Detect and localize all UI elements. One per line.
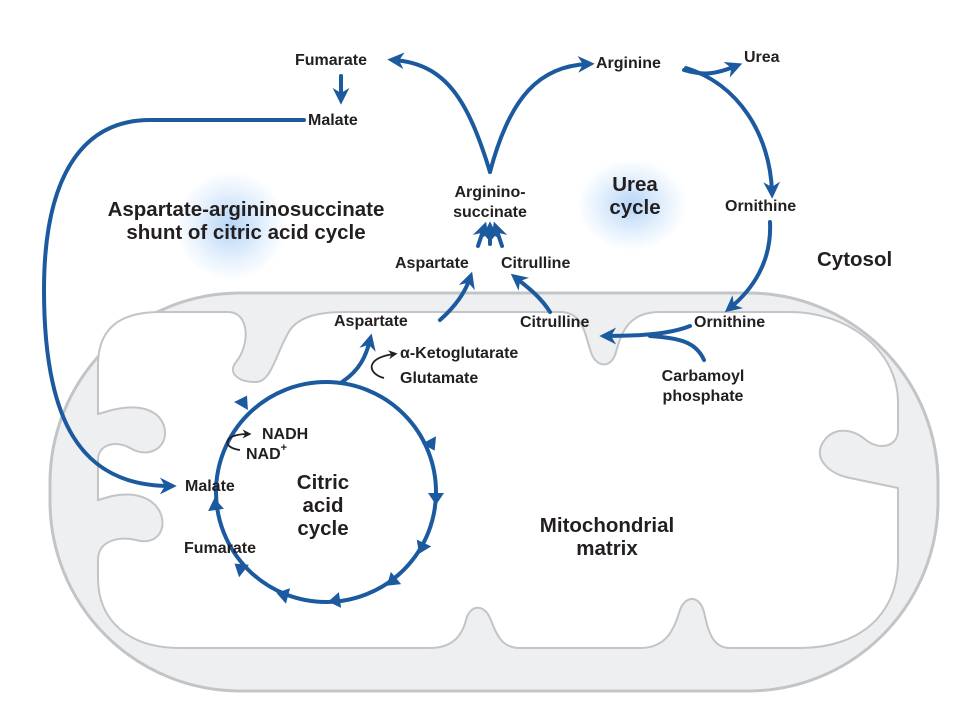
nad-base: NAD [246,446,281,463]
citric-acid-cycle-label: Citric acid cycle [280,471,366,540]
shunt-line2: shunt of citric acid cycle [126,221,366,244]
citrulline-matrix-label: Citrulline [520,314,590,331]
nad-superscript: + [280,441,288,454]
urea-label: Urea [744,49,780,66]
cofactor-arrows [226,350,398,451]
pathway-arrows [41,52,781,495]
shunt-label: Aspartate-argininosuccinate shunt of cit… [66,198,426,244]
mitochondrial-matrix-line2: matrix [576,537,638,560]
aspartate-cytosol-label: Aspartate [395,255,469,272]
glutamate-label: Glutamate [400,370,479,387]
argininosuccinate-line2: succinate [453,204,527,221]
carbamoyl-line1: Carbamoyl [661,368,745,385]
nad-plus-label: NAD+ [246,441,288,465]
mitochondrion-shape [48,291,940,693]
aspartate-matrix-label: Aspartate [334,313,408,330]
urea-glow [578,160,686,250]
malate-cytosol-label: Malate [308,112,358,129]
mitochondrial-matrix-line1: Mitochondrial [539,514,675,537]
alpha-ketoglutarate-label: α-Ketoglutarate [400,345,519,362]
argininosuccinate-line1: Arginino- [454,184,526,201]
citric-acid-cycle-arrowheads [208,395,444,608]
urea-cycle-label: Urea cycle [595,173,675,219]
malate-matrix-label: Malate [185,478,235,495]
fumarate-cytosol-label: Fumarate [295,52,368,69]
carbamoyl-phosphate-label: Carbamoyl phosphate [646,367,760,407]
shunt-glow [176,172,286,280]
cytosol-label: Cytosol [817,248,893,271]
fumarate-matrix-label: Fumarate [184,540,257,557]
mitochondrial-matrix-label: Mitochondrial matrix [518,514,696,560]
citrulline-cytosol-label: Citrulline [501,255,571,272]
shunt-line1: Aspartate-argininosuccinate [107,198,385,221]
urea-cycle-line1: Urea [612,173,658,196]
citric-cycle-line3: cycle [297,517,349,540]
citric-cycle-line1: Citric [296,471,350,494]
arginine-label: Arginine [596,55,661,72]
urea-cycle-line2: cycle [609,196,661,219]
citric-cycle-line2: acid [302,494,344,517]
ornithine-matrix-label: Ornithine [694,314,766,331]
ornithine-cytosol-label: Ornithine [725,198,797,215]
nadh-label: NADH [262,426,309,443]
citric-acid-cycle-ring [214,380,438,604]
carbamoyl-line2: phosphate [662,388,744,405]
argininosuccinate-label: Arginino- succinate [440,183,540,223]
